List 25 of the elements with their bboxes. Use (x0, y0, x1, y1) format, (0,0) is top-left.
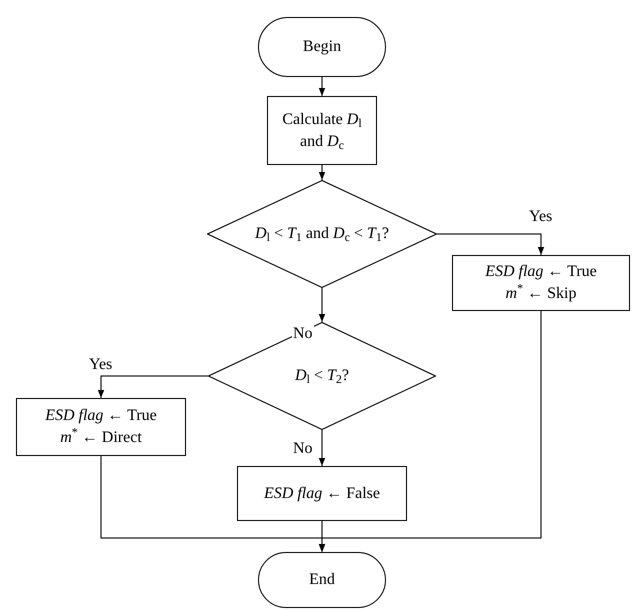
decision-diamond (207, 180, 437, 288)
process-box (16, 398, 186, 456)
arrow (318, 288, 326, 322)
arrow (436, 234, 544, 256)
arrow (98, 376, 208, 398)
node-text: ESD flag ← False (264, 484, 380, 504)
node-text: D$_{l}$ < T$_{1}$ and D$_{c}$ < T$_{1}$? (255, 224, 389, 245)
process-box (452, 255, 630, 311)
process-box (237, 466, 407, 521)
terminal-shape (258, 552, 386, 608)
arrow (318, 76, 326, 96)
node-text: D$_{l}$ < T$_{2}$? (295, 366, 349, 387)
arrow (318, 430, 326, 466)
node-text: ESD flag ← True (45, 406, 157, 426)
terminal-shape (258, 17, 386, 77)
process-box (267, 96, 377, 165)
node-text: m$^{*}$ ← Direct (60, 427, 142, 448)
arrow (318, 310, 542, 552)
node-text: ESD flag ← True (485, 262, 597, 282)
node-text: End (309, 570, 335, 590)
arrow (318, 164, 326, 180)
node-text: Begin (302, 37, 342, 57)
node-text: Calculate D$_{l}$ and D$_{c}$ (282, 110, 362, 152)
node-text: m$^{*}$ ← Skip (506, 283, 576, 304)
decision-diamond (208, 322, 436, 430)
